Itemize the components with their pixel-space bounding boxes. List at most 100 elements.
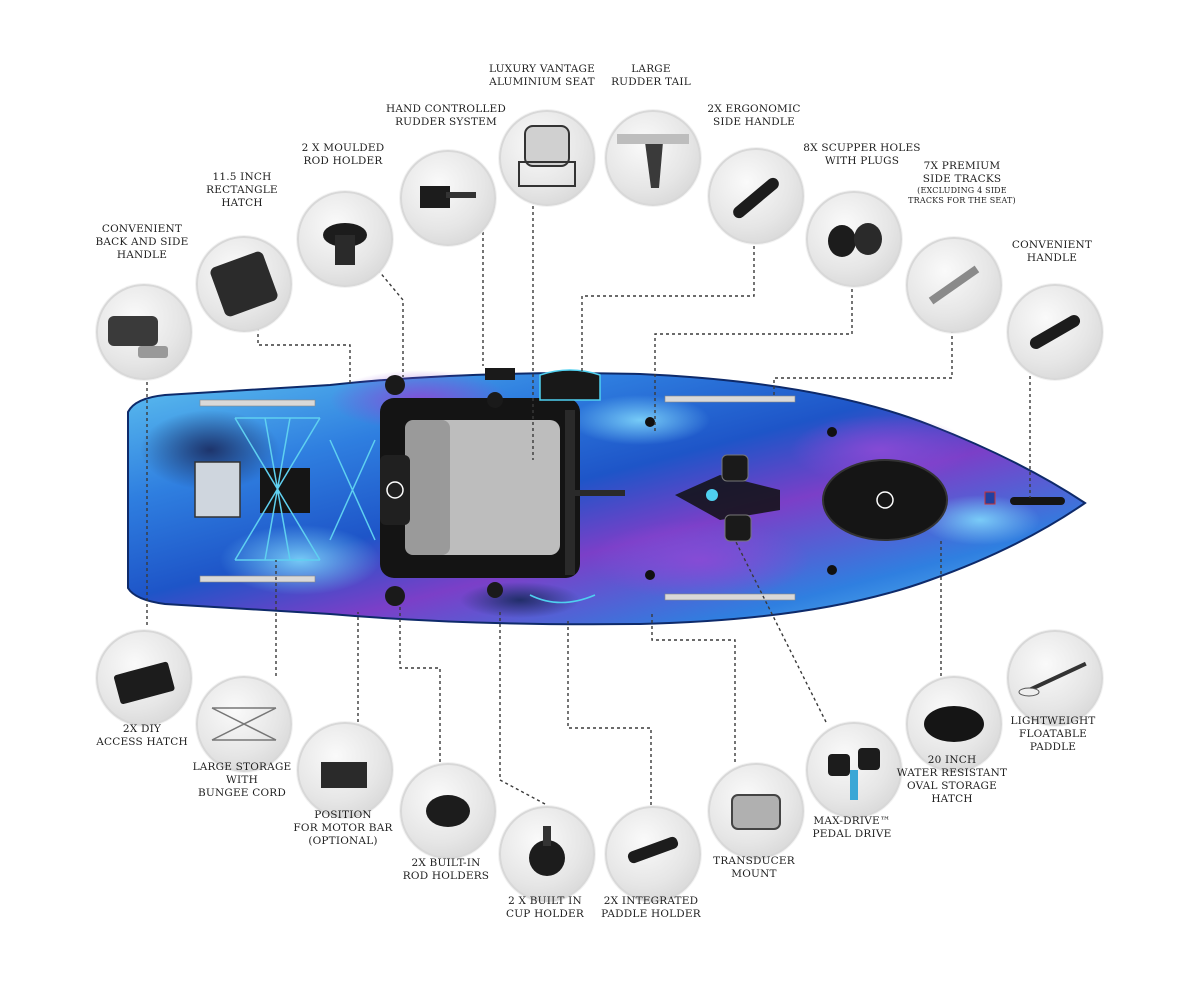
bungee-storage-label-line: BUNGEE CORD [198,786,286,799]
back-side-handle-label-line: CONVENIENT [101,222,183,235]
transducer-mount-leader-line [651,612,736,762]
scupper-holes-label-line: 8X SCUPPER HOLES [803,142,921,154]
built-in-rod-holders-leader-line [399,606,441,762]
rectangle-hatch-label-line: 11.5 INCH [212,170,272,183]
rudder-tail-label-line: LARGE [631,63,671,75]
bungee-storage-label-line: WITH [226,773,258,786]
deck-fittings [385,368,837,606]
back-side-handle-label-line: HANDLE [116,248,168,261]
pedal-drive-leader-line [734,539,827,723]
cup-holder-leader-line [499,612,546,805]
motor-bar-label-line: FOR MOTOR BAR [293,821,393,834]
handle-icon [96,284,192,380]
flush-rod-holder-icon [400,763,496,859]
paddle-icon [1007,630,1103,726]
bungee-storage-label-line: LARGE STORAGE [192,760,292,773]
seat-icon [499,110,595,206]
rudder-control-icon [400,150,496,246]
moulded-rod-holder-leader-line [377,269,404,377]
built-in-rod-holders-label-line: 2X BUILT-IN [411,857,481,869]
rectangle-hatch-label-line: HATCH [221,196,263,209]
side-handle-label-line: 2X ERGONOMIC [707,103,801,115]
transducer-mount-label-line: TRANSDUCER [713,855,795,867]
oval-hatch-label-line: OVAL STORAGE [907,780,997,792]
scupper-plug-icon [806,191,902,287]
motor-bar-label-line: POSITION [314,808,372,821]
moulded-rod-holder-label-line: ROD HOLDER [303,155,383,167]
side-tracks-label-line: SIDE TRACKS [922,173,1002,185]
front-oval-hatch [822,459,1065,541]
kayak-hull [127,370,1087,626]
back-side-handle-label-line: BACK AND SIDE [95,235,189,248]
cup-holder-label-line: CUP HOLDER [505,908,584,920]
paddle-label-line: LIGHTWEIGHT [1010,714,1096,727]
track-icon [906,237,1002,333]
aluminium-seat-label-line: LUXURY VANTAGE [489,63,595,75]
oval-hatch-label-line: 20 INCH [927,754,977,766]
oval-hatch-label-line: HATCH [931,793,973,805]
hatch-icon [196,236,292,332]
moulded-rod-holder-label-line: 2 X MOULDED [301,142,385,154]
rudder-system-label-line: HAND CONTROLLED [385,103,507,115]
rectangle-hatch-label-line: RECTANGLE [206,183,278,196]
pedal-drive-icon [806,722,902,818]
leader-lines [146,200,1031,805]
front-handle-label-line: CONVENIENT [1011,239,1093,251]
seat-frame [380,369,625,604]
paddle-holder-leader-line [567,618,652,805]
rectangle-hatch-leader-line [257,328,351,384]
side-tracks-label-line: 7X PREMIUM [923,160,1001,172]
side-track-rails [199,395,796,601]
paddle-holder-label-line: 2X INTEGRATED [603,895,699,907]
aluminium-seat-label-line: ALUMINIUM SEAT [489,76,595,88]
paddle-label-line: PADDLE [1029,740,1077,753]
bungee-icon [196,676,292,772]
pedal-drive-label-line: PEDAL DRIVE [812,828,892,840]
motor-bar-label-line: (OPTIONAL) [308,834,378,847]
oval-hatch-label-line: WATER RESISTANT [896,767,1008,779]
paddle-label-line: FLOATABLE [1018,727,1088,740]
side-tracks-label-note: TRACKS FOR THE SEAT) [908,196,1016,205]
rudder-system-label-line: RUDDER SYSTEM [395,116,497,128]
side-handle-label-line: SIDE HANDLE [713,116,795,128]
paddle-holder-label-line: PADDLE HOLDER [601,908,701,920]
built-in-rod-holders-label-line: ROD HOLDERS [402,870,490,882]
scupper-holes-leader-line [654,283,853,432]
oval-hatch-icon [906,676,1002,772]
pedal-drive-label-line: MAX-DRIVE™ [813,815,891,827]
scupper-holes-label-line: WITH PLUGS [824,155,900,167]
rudder-tail-label-line: RUDDER TAIL [611,76,691,88]
rear-tank-well [194,417,376,561]
paddle-holder-icon [605,806,701,902]
transducer-icon [708,763,804,859]
rod-holder-icon [297,191,393,287]
cup-holder-icon [499,806,595,902]
diy-hatch-label-line: 2X DIY [122,723,162,735]
side-handle-leader-line [581,240,755,374]
side-handle-icon [708,148,804,244]
front-handle-label-line: HANDLE [1026,252,1078,264]
diy-hatch-icon [96,630,192,726]
